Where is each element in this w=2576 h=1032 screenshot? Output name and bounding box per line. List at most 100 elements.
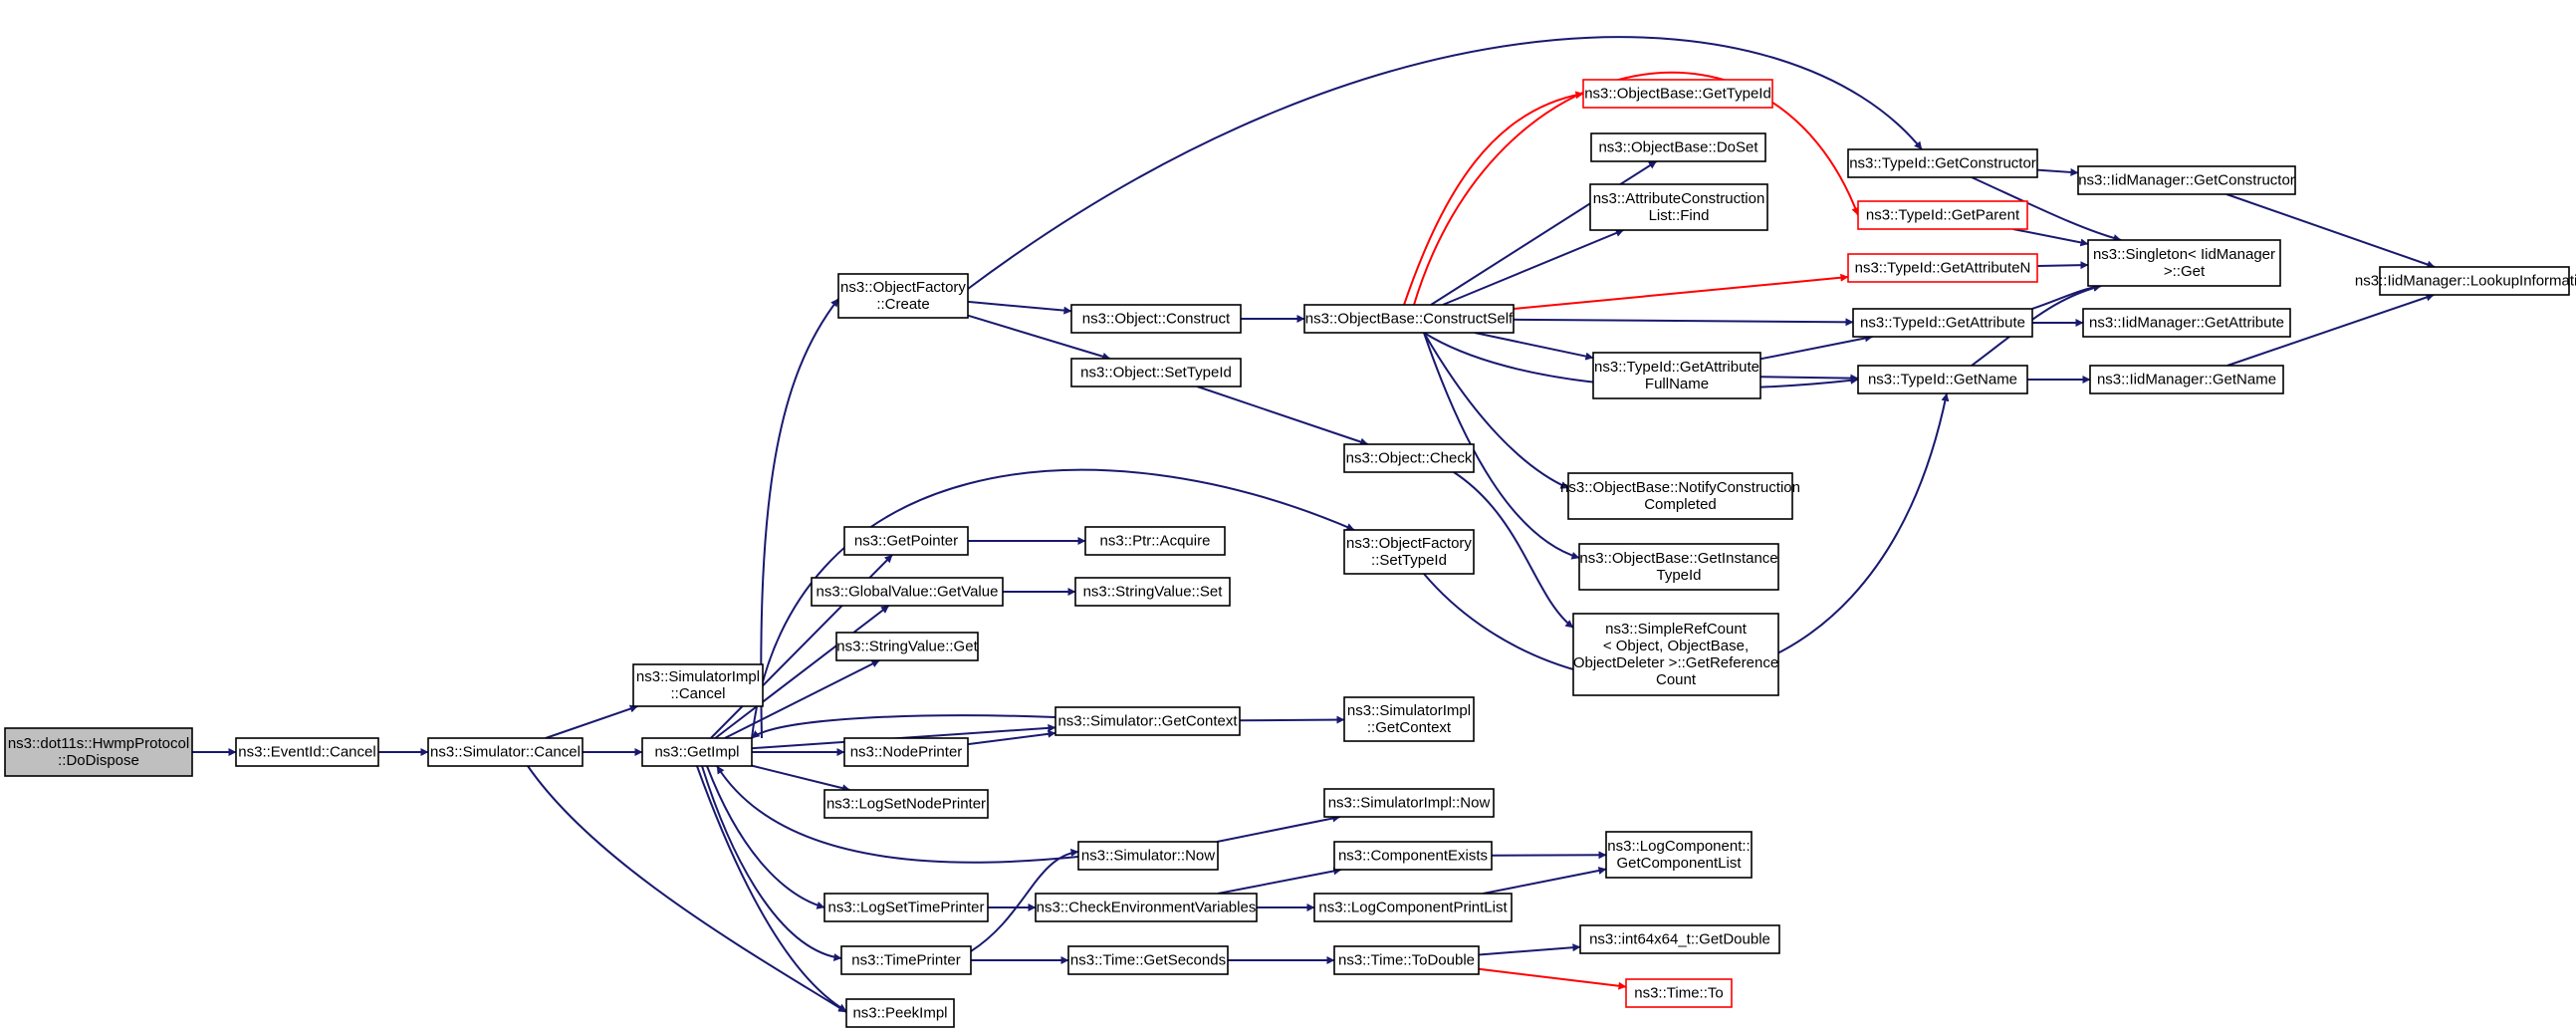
node-label: ns3::LogComponent:: xyxy=(1607,838,1750,855)
node-globalvalue-getvalue[interactable]: ns3::GlobalValue::GetValue xyxy=(811,577,1004,607)
node-box xyxy=(1589,183,1768,231)
node-label: ns3::ObjectFactory xyxy=(840,279,966,296)
node-box xyxy=(1857,200,2028,230)
node-box xyxy=(1333,841,1493,871)
node-time-getseconds[interactable]: ns3::Time::GetSeconds xyxy=(1067,945,1229,975)
call-edge-objectfactory_create-to-typeid_getconstructor xyxy=(967,36,1923,290)
call-edge-getimpl-to-logsetnodeprinter xyxy=(751,764,850,793)
node-typeid-getname[interactable]: ns3::TypeId::GetName xyxy=(1857,365,2028,394)
node-checkenv[interactable]: ns3::CheckEnvironmentVariables xyxy=(1035,893,1258,922)
node-singleton-get[interactable]: ns3::Singleton< IidManager>::Get xyxy=(2087,239,2281,287)
node-label: ::Cancel xyxy=(670,685,725,702)
node-logsettimeprinter[interactable]: ns3::LogSetTimePrinter xyxy=(823,893,989,922)
node-simimpl-cancel[interactable]: ns3::SimulatorImpl::Cancel xyxy=(632,663,764,707)
node-stringvalue-get[interactable]: ns3::StringValue::Get xyxy=(835,632,979,661)
node-label: ns3::ObjectBase::GetTypeId xyxy=(1584,86,1771,103)
call-edge-objectbase_constructself-to-typeid_getattributefullname xyxy=(1474,332,1594,361)
node-typeid-getparent[interactable]: ns3::TypeId::GetParent xyxy=(1857,200,2028,230)
node-iidmanager-getconstructor[interactable]: ns3::IidManager::GetConstructor xyxy=(2077,165,2296,195)
call-edge-objectbase_constructself-to-typeid_getparent xyxy=(1413,71,1860,306)
node-simimpl-getcontext[interactable]: ns3::SimulatorImpl::GetContext xyxy=(1343,696,1475,742)
node-iidmanager-lookupinformation[interactable]: ns3::IidManager::LookupInformation xyxy=(2355,266,2576,296)
node-box xyxy=(1572,613,1779,696)
node-box xyxy=(641,737,753,767)
node-box xyxy=(4,727,193,777)
node-box xyxy=(837,273,969,319)
node-box xyxy=(1579,924,1780,954)
node-label: ns3::ObjectFactory xyxy=(1346,535,1472,552)
call-edge-typeid_getattributefullname-to-typeid_getname xyxy=(1759,374,1859,383)
node-time-todouble[interactable]: ns3::Time::ToDouble xyxy=(1333,945,1480,975)
node-box xyxy=(2089,365,2284,394)
node-box xyxy=(1343,696,1475,742)
node-simulator-getcontext[interactable]: ns3::Simulator::GetContext xyxy=(1054,706,1241,736)
node-typeid-getattribute[interactable]: ns3::TypeId::GetAttribute xyxy=(1852,308,2033,338)
node-box xyxy=(1054,706,1241,736)
node-logsetnodeprinter[interactable]: ns3::LogSetNodePrinter xyxy=(823,789,989,819)
node-box xyxy=(1578,543,1779,591)
call-edge-simulator_getcontext-to-getimpl xyxy=(751,714,1056,739)
node-label: ns3::ObjectBase::NotifyConstruction xyxy=(1560,479,1800,496)
node-objectbase-notifyconstruction[interactable]: ns3::ObjectBase::NotifyConstructionCompl… xyxy=(1560,472,1800,520)
node-label: ns3::EventId::Cancel xyxy=(238,744,375,761)
node-eventid-cancel[interactable]: ns3::EventId::Cancel xyxy=(235,737,379,767)
node-ptr-acquire[interactable]: ns3::Ptr::Acquire xyxy=(1084,526,1226,556)
node-label: ns3::LogSetNodePrinter xyxy=(826,796,986,813)
node-simulator-now[interactable]: ns3::Simulator::Now xyxy=(1077,841,1219,871)
node-box xyxy=(1303,304,1515,334)
node-time-to[interactable]: ns3::Time::To xyxy=(1625,978,1733,1008)
node-box xyxy=(235,737,379,767)
node-nodeprinter[interactable]: ns3::NodePrinter xyxy=(843,737,969,767)
node-object-settypeid[interactable]: ns3::Object::SetTypeId xyxy=(1070,358,1242,387)
node-box xyxy=(1343,529,1475,575)
node-iidmanager-getattribute[interactable]: ns3::IidManager::GetAttribute xyxy=(2082,308,2291,338)
node-object-construct[interactable]: ns3::Object::Construct xyxy=(1070,304,1242,334)
node-objectbase-constructself[interactable]: ns3::ObjectBase::ConstructSelf xyxy=(1303,304,1515,334)
node-stringvalue-set[interactable]: ns3::StringValue::Set xyxy=(1074,577,1231,607)
node-label: ns3::GetImpl xyxy=(654,744,739,761)
node-peekimpl[interactable]: ns3::PeekImpl xyxy=(845,998,955,1028)
call-edge-simulator_cancel-to-simimpl_cancel xyxy=(545,704,638,739)
node-objectbase-doset[interactable]: ns3::ObjectBase::DoSet xyxy=(1590,132,1766,162)
node-getimpl[interactable]: ns3::GetImpl xyxy=(641,737,753,767)
node-objectfactory-settypeid[interactable]: ns3::ObjectFactory::SetTypeId xyxy=(1343,529,1475,575)
node-iidmanager-getname[interactable]: ns3::IidManager::GetName xyxy=(2089,365,2284,394)
node-box xyxy=(1333,945,1480,975)
node-logcomponentprintlist[interactable]: ns3::LogComponentPrintList xyxy=(1313,893,1513,922)
node-label: ns3::ObjectBase::GetInstance xyxy=(1579,550,1777,567)
node-typeid-getconstructor[interactable]: ns3::TypeId::GetConstructor xyxy=(1847,148,2038,178)
node-typeid-getattributen[interactable]: ns3::TypeId::GetAttributeN xyxy=(1847,253,2038,283)
call-edge-object_settypeid-to-object_check xyxy=(1197,386,1369,446)
node-label: ns3::Object::SetTypeId xyxy=(1080,365,1232,382)
node-simulator-cancel[interactable]: ns3::Simulator::Cancel xyxy=(427,737,584,767)
node-label: ObjectDeleter >::GetReference xyxy=(1573,654,1778,671)
node-logcomponent-getcomponentlist[interactable]: ns3::LogComponent::GetComponentList xyxy=(1605,831,1753,879)
call-edge-typeid_getparent-to-singleton_get xyxy=(2012,228,2089,247)
call-edge-simulator_getcontext-to-simimpl_getcontext xyxy=(1239,715,1345,724)
node-object-check[interactable]: ns3::Object::Check xyxy=(1343,443,1475,473)
node-box xyxy=(2087,239,2281,287)
node-root[interactable]: ns3::dot11s::HwmpProtocol::DoDispose xyxy=(4,727,193,777)
node-timeprinter[interactable]: ns3::TimePrinter xyxy=(840,945,972,975)
node-componentexists[interactable]: ns3::ComponentExists xyxy=(1333,841,1493,871)
node-label: ns3::Time::GetSeconds xyxy=(1070,952,1226,969)
node-box xyxy=(1847,148,2038,178)
node-label: ns3::StringValue::Set xyxy=(1083,584,1224,601)
call-edge-time_todouble-to-int64x64_getdouble xyxy=(1478,943,1581,956)
node-simimpl-now[interactable]: ns3::SimulatorImpl::Now xyxy=(1323,788,1495,818)
call-edge-objectfactory_create-to-object_construct xyxy=(967,300,1072,315)
node-label: ns3::GetPointer xyxy=(854,533,958,550)
node-box xyxy=(1084,526,1226,556)
node-objectbase-gettypeid[interactable]: ns3::ObjectBase::GetTypeId xyxy=(1582,79,1773,109)
node-box xyxy=(2082,308,2291,338)
node-getpointer[interactable]: ns3::GetPointer xyxy=(843,526,969,556)
node-label: >::Get xyxy=(2164,263,2206,280)
node-int64x64-getdouble[interactable]: ns3::int64x64_t::GetDouble xyxy=(1579,924,1780,954)
node-objectfactory-create[interactable]: ns3::ObjectFactory::Create xyxy=(837,273,969,319)
node-label: ns3::Simulator::Now xyxy=(1081,848,1215,865)
node-simplerefcount-getreferencecount[interactable]: ns3::SimpleRefCount< Object, ObjectBase,… xyxy=(1572,613,1779,696)
